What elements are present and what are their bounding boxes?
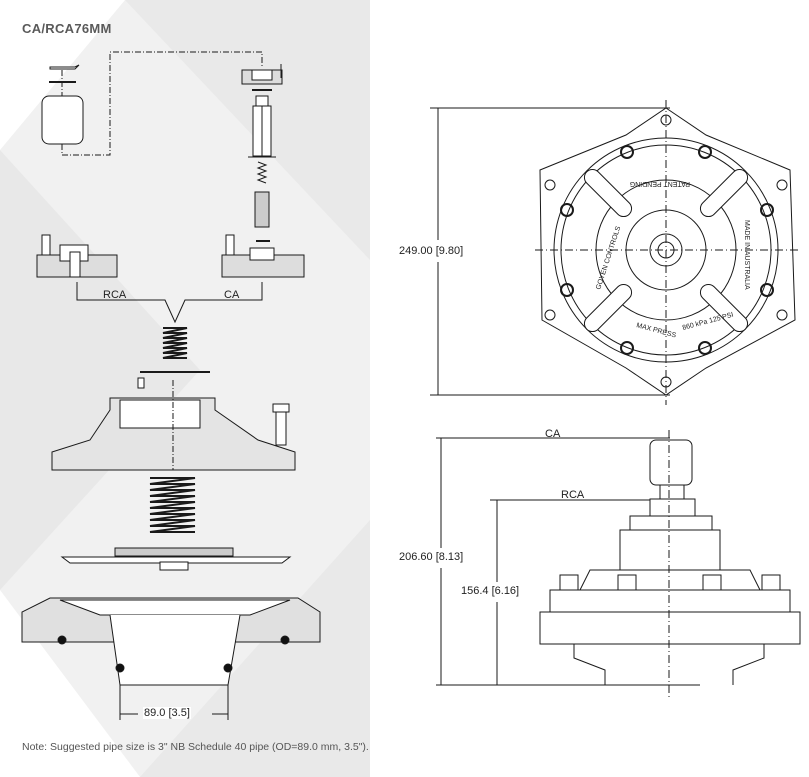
main-diaphragm (60, 547, 292, 571)
pipe-size-note: Note: Suggested pipe size is 3" NB Sched… (22, 741, 369, 753)
rca-label: RCA (103, 289, 127, 301)
ca-label: CA (224, 289, 240, 301)
valve-body (51, 380, 296, 471)
valve-side-view (436, 430, 801, 700)
ca-cover (221, 234, 305, 278)
side-ca-label: CA (545, 428, 561, 440)
background-shading (0, 0, 370, 777)
main-spring (149, 477, 196, 533)
connection-dash-line (61, 51, 263, 156)
rca-height-dimension: 156.4 [6.16] (460, 585, 521, 597)
bottom-body (21, 597, 321, 720)
patent-marking: PATENT PENDING (630, 180, 690, 187)
pilot-assembly (241, 64, 283, 242)
rca-ca-bracket (76, 282, 263, 324)
origin-marking: MADE IN AUSTRALIA (743, 220, 750, 290)
top-view-height-dimension: 249.00 [9.80] (398, 245, 465, 257)
rca-cover (36, 234, 118, 278)
valve-top-view (430, 100, 800, 405)
side-rca-label: RCA (561, 489, 585, 501)
pipe-dimension: 89.0 [3.5] (143, 707, 191, 719)
pilot-spring (162, 327, 188, 359)
ca-height-dimension: 206.60 [8.13] (398, 551, 465, 563)
page-title: CA/RCA76MM (22, 21, 112, 36)
